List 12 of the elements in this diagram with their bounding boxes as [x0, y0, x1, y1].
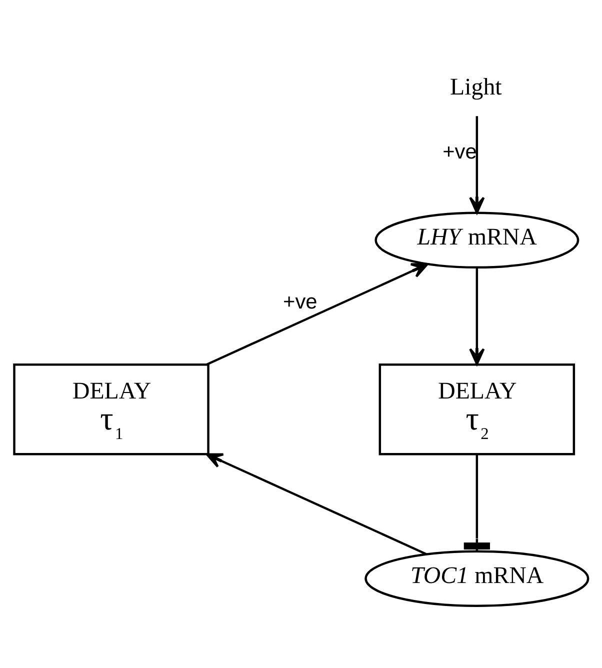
connector	[464, 454, 490, 551]
node-box: DELAY τ$_{2}$	[378, 363, 576, 456]
node-box: DELAY τ$_{1}$	[13, 363, 210, 456]
node-text: Light	[450, 74, 502, 101]
arrow	[206, 453, 427, 556]
edge-label: +ve	[442, 140, 477, 164]
node-ellipse: TOC1 mRNA	[364, 550, 590, 607]
arrow	[469, 116, 485, 214]
node-ellipse: LHY mRNA	[374, 212, 580, 269]
arrow	[469, 268, 485, 366]
arrow	[206, 263, 428, 366]
edge-label: +ve	[283, 290, 318, 314]
